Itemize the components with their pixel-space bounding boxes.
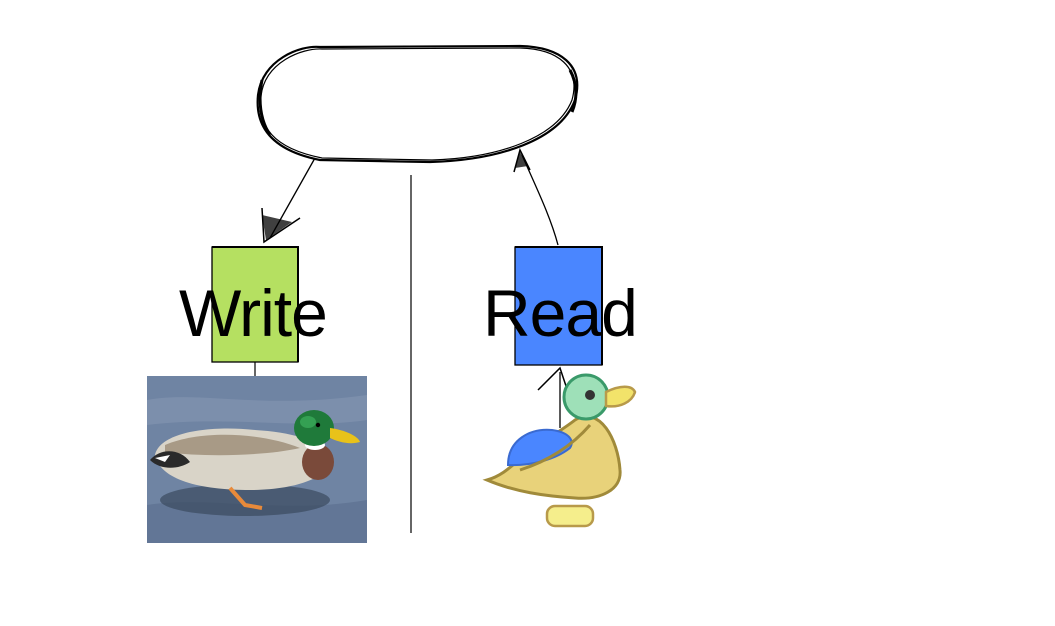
cartoon-duck-icon — [482, 373, 637, 528]
read-arrow — [513, 147, 559, 246]
mallard-duck-photo — [147, 376, 367, 543]
read-label: Read — [483, 276, 638, 350]
write-arrow — [261, 157, 316, 244]
write-box[interactable] — [211, 246, 299, 363]
duck-to-read-arrow — [537, 366, 569, 428]
top-node[interactable] — [256, 44, 579, 164]
write-label: Write — [179, 276, 328, 350]
read-box[interactable] — [514, 246, 603, 366]
